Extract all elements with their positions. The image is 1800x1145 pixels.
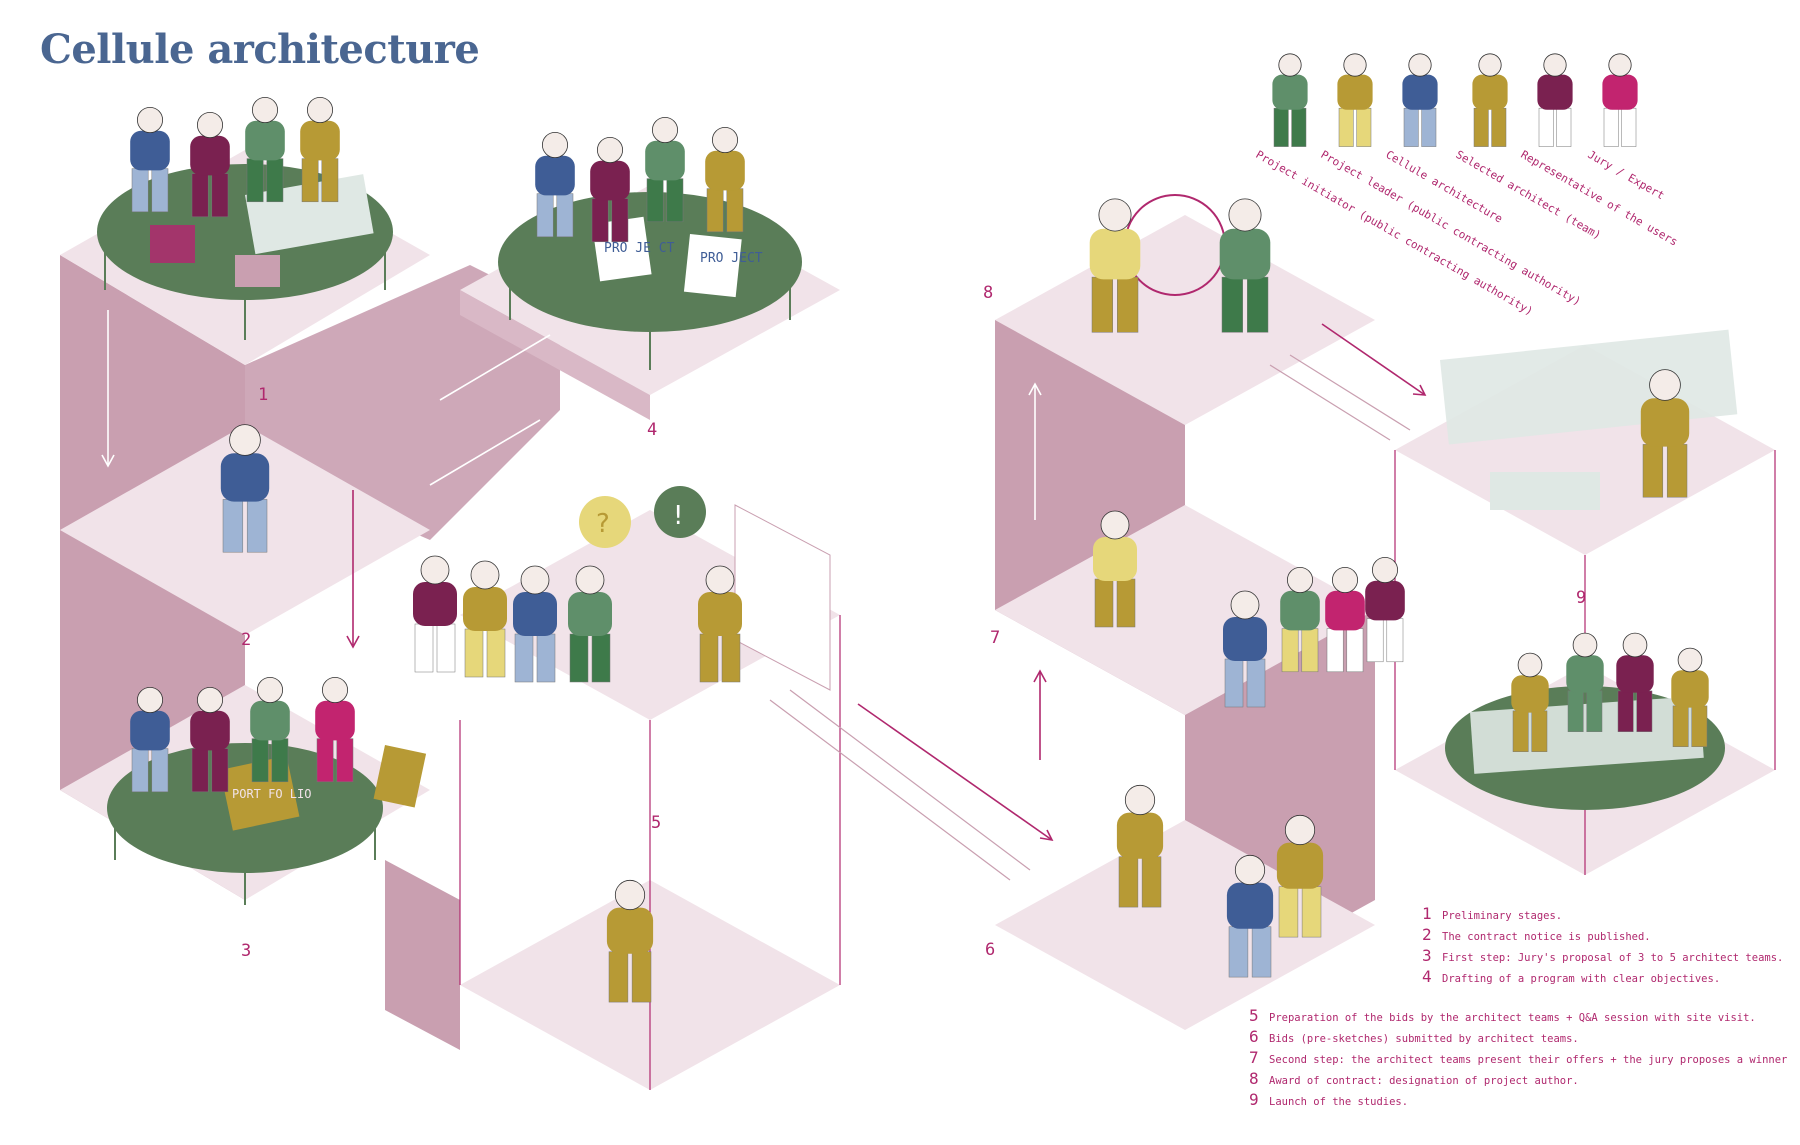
exclamation-mark: !	[673, 501, 683, 531]
question-mark: ?	[596, 509, 610, 539]
portfolio-label: PORT FO LIO	[232, 787, 311, 801]
person-26	[1365, 557, 1405, 663]
person-10	[130, 687, 170, 793]
person-9	[220, 424, 270, 553]
person-7	[645, 117, 685, 223]
person-2	[190, 112, 230, 218]
person-25	[1325, 567, 1365, 673]
person-20	[1089, 198, 1141, 333]
project-sign-2: PRO JECT	[700, 251, 763, 266]
step-number-6: 6	[985, 940, 996, 960]
key-figure-4	[1472, 53, 1508, 147]
step-number-8: 8	[983, 283, 994, 303]
person-32	[1566, 632, 1604, 732]
key-figure-1	[1272, 53, 1308, 147]
person-12	[250, 677, 290, 783]
step-number-2: 2	[241, 630, 252, 650]
person-15	[463, 560, 507, 678]
speech-bubbles: ? !	[579, 486, 706, 548]
person-3	[245, 97, 285, 203]
wall-step-4	[460, 290, 650, 420]
key-figure-6	[1602, 53, 1638, 147]
person-5	[535, 131, 575, 238]
person-34	[1671, 647, 1709, 747]
person-28	[1226, 854, 1274, 978]
cube-step-5-frame	[459, 615, 841, 1090]
person-30	[1640, 369, 1690, 498]
arrow-8-to-9	[1321, 323, 1427, 396]
key-figure-2	[1337, 53, 1373, 147]
page-title: Cellule architecture	[40, 26, 480, 73]
step-number-9: 9	[1576, 588, 1587, 608]
person-19	[606, 879, 654, 1003]
wall-step-5-left	[385, 860, 460, 1050]
key-figure-3	[1402, 53, 1438, 147]
role-key: Project initiator (public contracting au…	[1254, 140, 1690, 360]
person-24	[1280, 567, 1320, 673]
step-number-3: 3	[241, 941, 252, 961]
project-sign-1: PRO JE CT	[604, 241, 675, 256]
step-number-1: 1	[258, 385, 269, 405]
step-number-5: 5	[651, 813, 662, 833]
key-label-cellule-architecture: Cellule architecture	[1383, 148, 1505, 226]
person-31	[1511, 652, 1549, 752]
floor-step-2	[60, 425, 430, 635]
person-23	[1223, 590, 1267, 708]
path-8-to-9	[1269, 354, 1411, 441]
step-number-4: 4	[647, 420, 658, 440]
flow-arrows-left	[101, 310, 551, 486]
person-1	[130, 107, 170, 213]
person-6	[590, 136, 630, 243]
people	[130, 97, 1709, 1003]
path-5-to-6	[769, 689, 1031, 881]
person-18	[698, 565, 742, 683]
person-11	[190, 687, 230, 793]
arrow-7-to-8	[1028, 382, 1042, 520]
arrow-6-to-7	[1033, 669, 1047, 760]
person-21	[1219, 198, 1271, 333]
step-number-7: 7	[990, 628, 1001, 648]
person-13	[315, 677, 355, 783]
person-33	[1616, 632, 1654, 732]
person-27	[1116, 784, 1164, 908]
arrow-2-to-3	[346, 490, 360, 649]
key-figure-5	[1537, 53, 1573, 147]
person-4	[300, 97, 340, 203]
key-figures	[1272, 53, 1638, 147]
table-step-4: PRO JE CT PRO JECT	[498, 192, 802, 370]
person-17	[568, 565, 612, 683]
person-16	[513, 565, 557, 683]
table-step-1	[97, 164, 393, 340]
person-8	[705, 127, 745, 233]
arrow-5-to-6	[857, 703, 1054, 842]
person-29	[1276, 814, 1324, 938]
person-22	[1093, 510, 1137, 628]
person-14	[413, 555, 457, 673]
